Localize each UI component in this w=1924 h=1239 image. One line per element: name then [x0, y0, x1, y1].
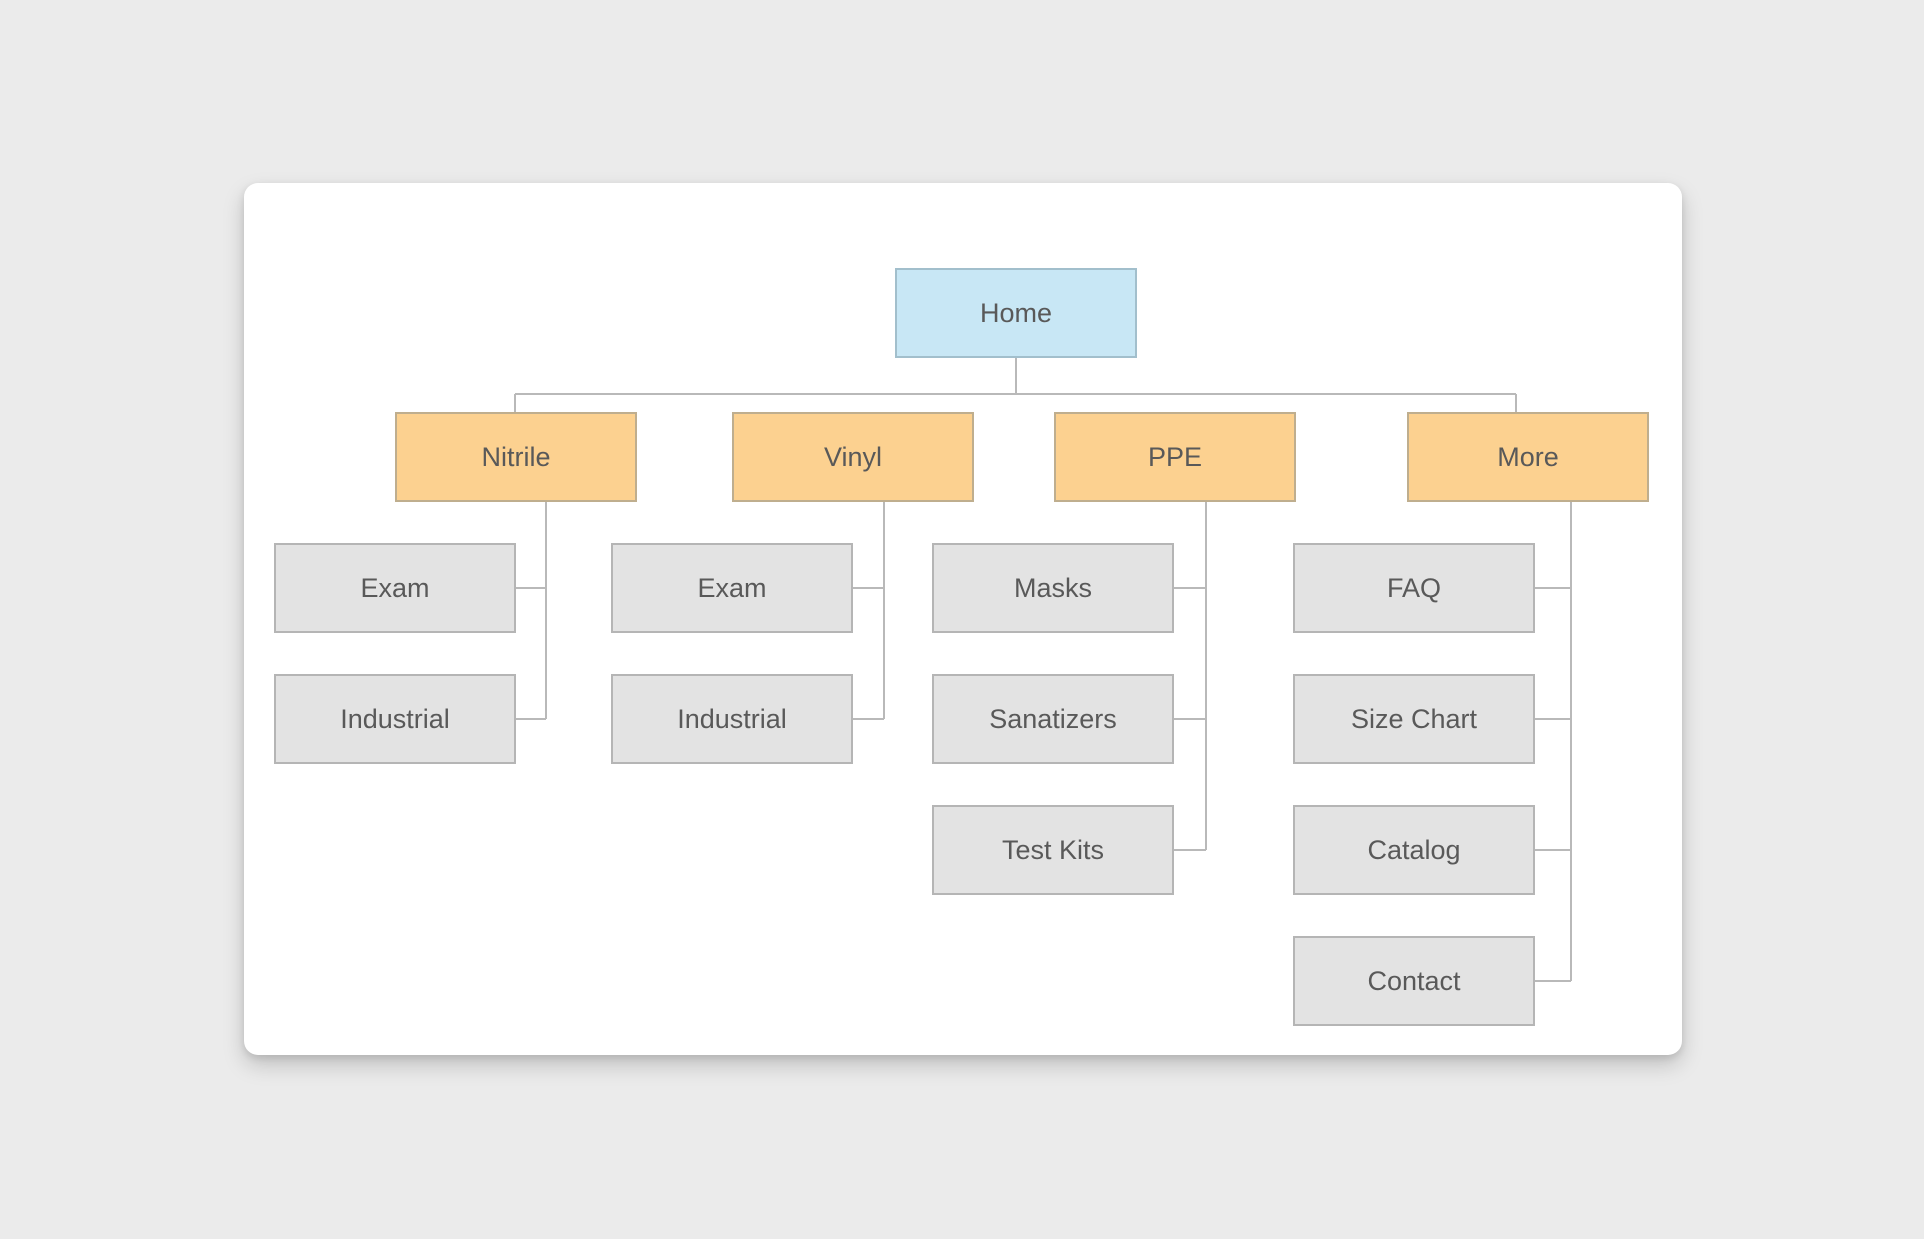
node-label: Test Kits [1001, 834, 1105, 865]
node-nitrile-exam[interactable]: Exam [274, 543, 516, 633]
node-sanatizers[interactable]: Sanatizers [932, 674, 1174, 764]
connector-line [514, 394, 516, 412]
node-home[interactable]: Home [895, 268, 1137, 358]
node-vinyl-industrial[interactable]: Industrial [611, 674, 853, 764]
connector-line [1015, 358, 1017, 394]
node-size-chart[interactable]: Size Chart [1293, 674, 1535, 764]
connector-line [853, 587, 884, 589]
node-label: Catalog [1367, 834, 1461, 865]
node-label: Vinyl [823, 441, 883, 472]
connector-line [1535, 587, 1571, 589]
connector-line [1515, 394, 1517, 412]
node-vinyl[interactable]: Vinyl [732, 412, 974, 502]
node-label: Masks [1013, 572, 1092, 603]
node-nitrile-industrial[interactable]: Industrial [274, 674, 516, 764]
connector-line [545, 502, 547, 719]
node-vinyl-exam[interactable]: Exam [611, 543, 853, 633]
connector-line [515, 393, 1516, 395]
connector-line [1535, 849, 1571, 851]
node-label: Home [979, 297, 1053, 328]
connector-line [516, 718, 546, 720]
node-contact[interactable]: Contact [1293, 936, 1535, 1026]
node-test-kits[interactable]: Test Kits [932, 805, 1174, 895]
connector-line [1535, 718, 1571, 720]
connector-line [1174, 587, 1206, 589]
node-label: Contact [1367, 965, 1461, 996]
node-faq[interactable]: FAQ [1293, 543, 1535, 633]
node-label: Nitrile [481, 441, 551, 472]
node-label: Size Chart [1350, 703, 1478, 734]
node-more[interactable]: More [1407, 412, 1649, 502]
node-catalog[interactable]: Catalog [1293, 805, 1535, 895]
node-masks[interactable]: Masks [932, 543, 1174, 633]
connector-line [1174, 849, 1206, 851]
node-label: Sanatizers [989, 703, 1117, 734]
node-label: Exam [697, 572, 767, 603]
connector-line [516, 587, 546, 589]
node-nitrile[interactable]: Nitrile [395, 412, 637, 502]
connector-line [1174, 718, 1206, 720]
node-label: PPE [1147, 441, 1203, 472]
connector-line [1570, 502, 1572, 981]
connector-line [1205, 502, 1207, 850]
node-ppe[interactable]: PPE [1054, 412, 1296, 502]
node-label: Industrial [340, 703, 450, 734]
connector-line [853, 718, 884, 720]
connector-line [1535, 980, 1571, 982]
node-label: Industrial [677, 703, 787, 734]
node-label: Exam [360, 572, 430, 603]
node-label: FAQ [1386, 572, 1441, 603]
node-label: More [1497, 441, 1559, 472]
connector-line [883, 502, 885, 719]
